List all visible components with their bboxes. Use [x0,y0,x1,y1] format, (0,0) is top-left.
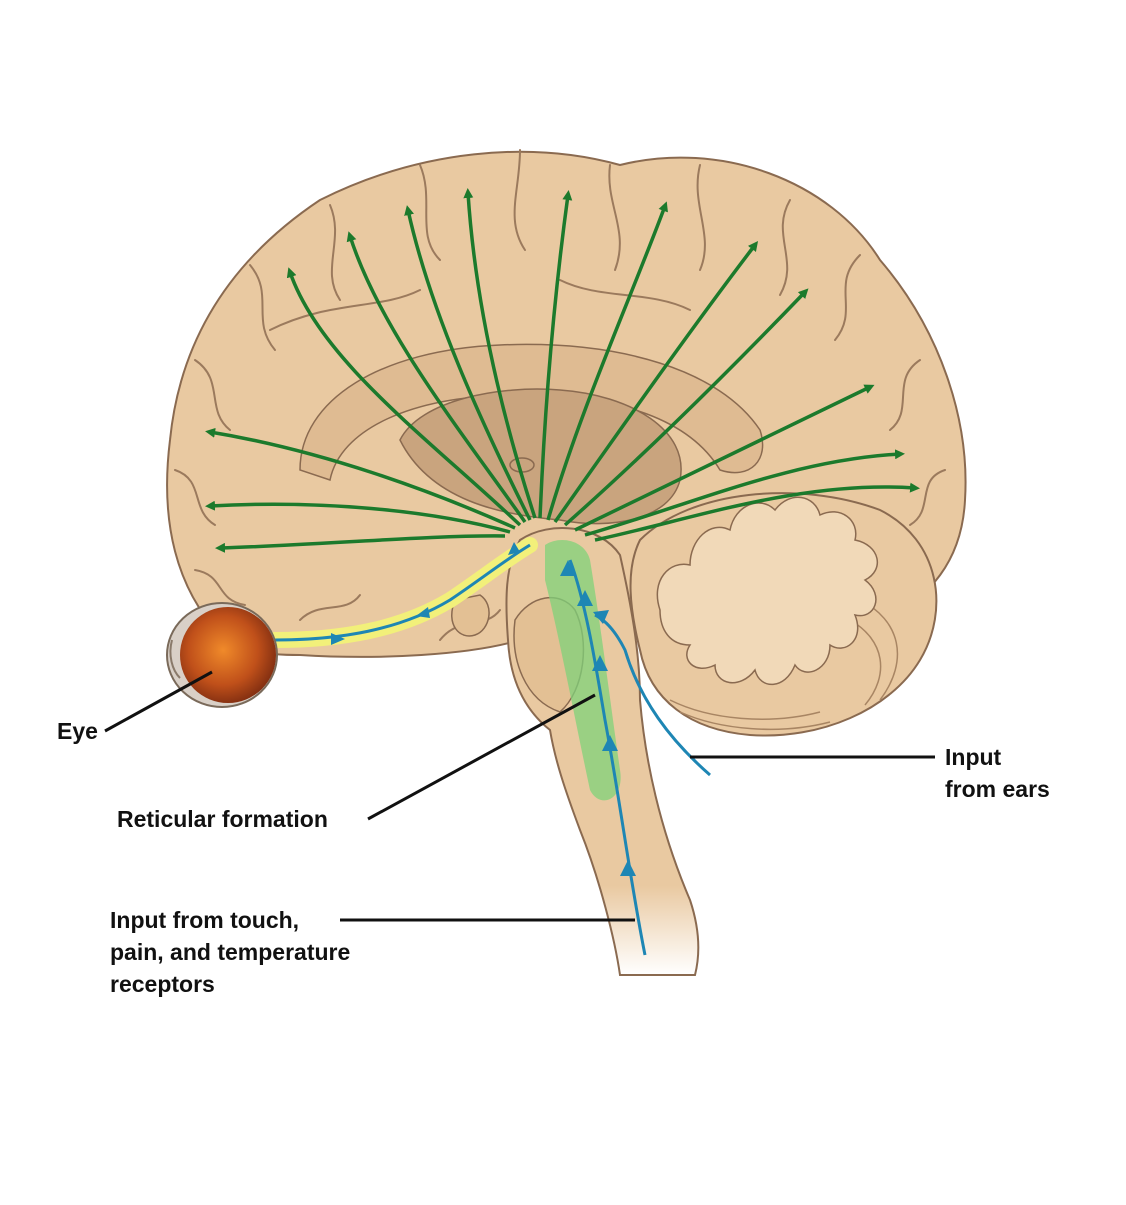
cortex-folds [174,149,946,641]
reticular-leader-line [367,693,596,821]
eye-label-text: Eye [57,718,98,744]
eye-leader-line [104,670,213,733]
touch-label-line-3: receptors [110,971,215,997]
eye[interactable] [166,602,278,708]
eye-label: Eye [57,715,98,747]
leader-lines [104,670,935,922]
arbor-vitae [656,496,879,686]
touch-label-line-1: Input from touch, [110,907,300,933]
reticular-formation-label-text: Reticular formation [117,806,328,832]
sensory-pathways [568,559,711,956]
reticular-formation-label: Reticular formation [117,803,328,835]
cortical-projections [205,188,920,553]
ears-label-line-1: Input [945,744,1002,770]
reticular-formation[interactable] [545,540,621,801]
pituitary [451,594,490,637]
ears-label-line-2: from ears [945,776,1050,802]
input-from-ears-label: Input from ears [945,741,1050,805]
cingulate-gyrus [299,343,764,481]
input-from-touch-label: Input from touch, pain, and temperature … [110,904,350,1000]
touch-label-line-2: pain, and temperature [110,939,351,965]
sensory-arrowheads [560,560,636,876]
